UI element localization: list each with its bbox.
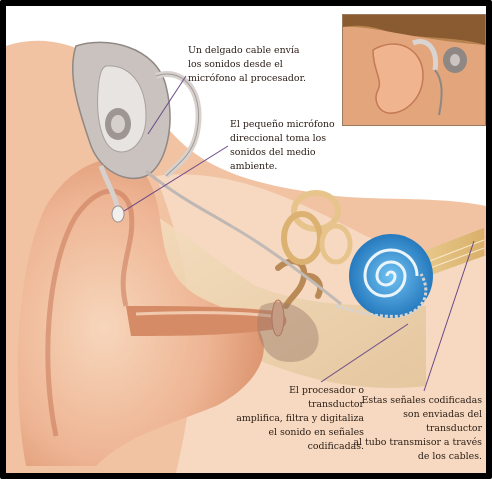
microphone xyxy=(112,206,124,222)
annotation-signals: Estas señales codificadas son enviadas d… xyxy=(346,394,482,464)
cochlea xyxy=(349,234,433,318)
annotation-processor: El procesador o transductor amplifica, f… xyxy=(232,384,364,454)
annotation-cable: Un delgado cable envía los sonidos desde… xyxy=(188,44,306,86)
processor-cap-inner xyxy=(111,115,125,133)
annotation-microphone: El pequeño micrófono direccional toma lo… xyxy=(230,118,335,174)
inset-coil-center xyxy=(450,54,460,66)
inset-illustration xyxy=(343,15,485,125)
inset-photo-ear xyxy=(342,14,486,126)
